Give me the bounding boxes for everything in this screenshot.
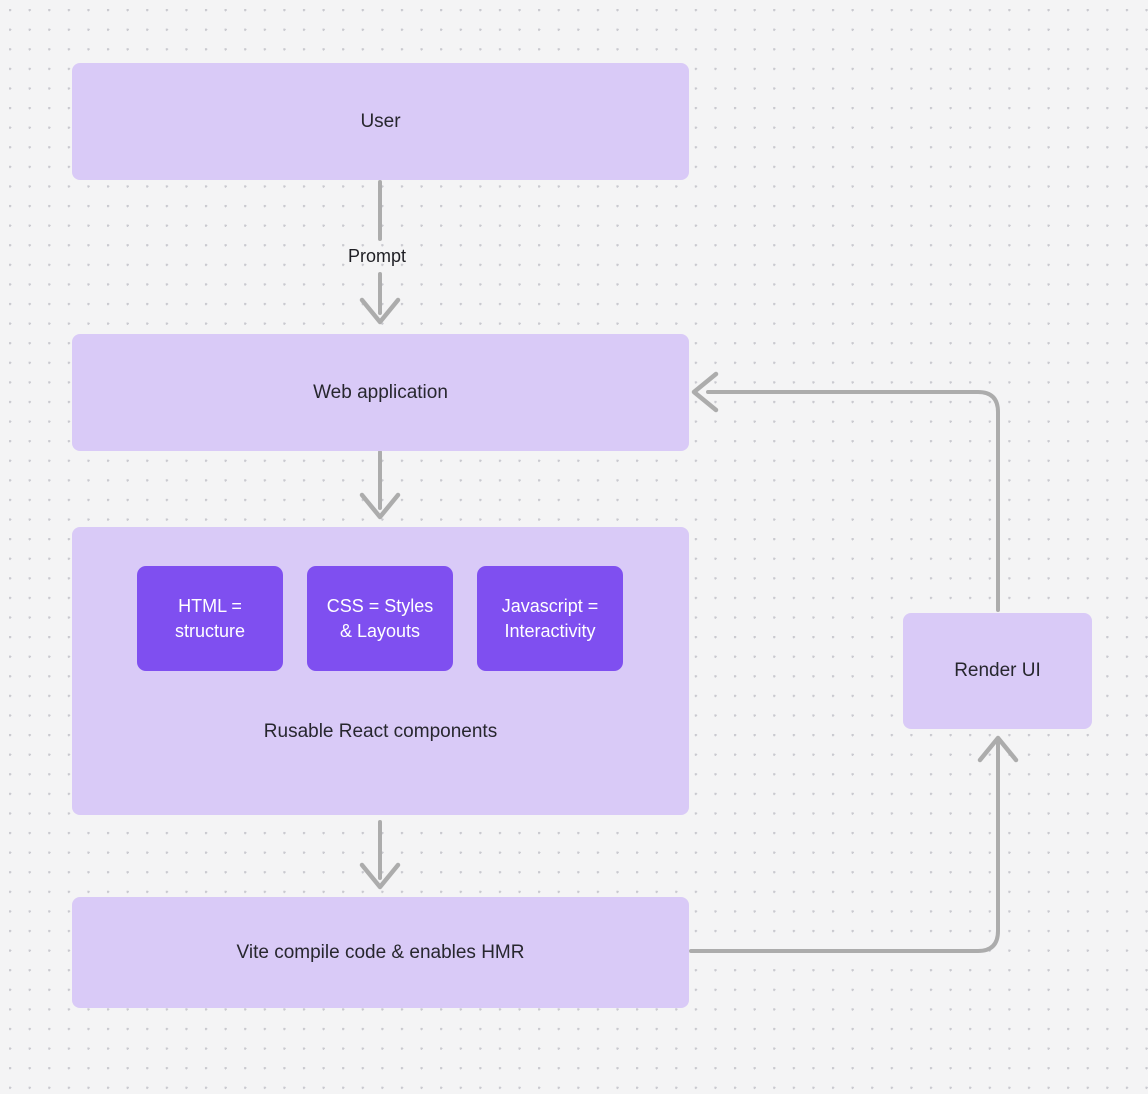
- node-javascript[interactable]: Javascript = Interactivity: [477, 566, 623, 671]
- edge-render-ui-to-web-application: [691, 371, 1000, 612]
- node-javascript-label-line2: Interactivity: [504, 620, 596, 641]
- node-html[interactable]: HTML = structure: [137, 566, 283, 671]
- edge-web-application-to-components: [359, 450, 401, 520]
- node-css-label-line2: & Layouts: [339, 620, 421, 641]
- node-javascript-label-line1: Javascript =: [501, 596, 599, 617]
- node-css-label-line1: CSS = Styles: [326, 596, 434, 617]
- node-render-ui-label: Render UI: [954, 660, 1041, 682]
- node-web-application[interactable]: Web application: [72, 334, 689, 451]
- node-html-label-line2: structure: [174, 620, 246, 641]
- node-web-application-label: Web application: [313, 381, 448, 403]
- node-components-group-caption: Rusable React components: [263, 721, 498, 742]
- edge-vite-to-render-ui: [689, 735, 1019, 953]
- node-components-group[interactable]: HTML = structure CSS = Styles & Layouts …: [72, 527, 689, 815]
- node-vite[interactable]: Vite compile code & enables HMR: [72, 897, 689, 1008]
- node-vite-label: Vite compile code & enables HMR: [236, 941, 525, 963]
- node-css[interactable]: CSS = Styles & Layouts: [307, 566, 453, 671]
- node-user[interactable]: User: [72, 63, 689, 180]
- node-user-label: User: [360, 110, 401, 132]
- edge-components-to-vite: [359, 820, 401, 890]
- edge-label-prompt: Prompt: [348, 246, 407, 266]
- node-render-ui[interactable]: Render UI: [903, 613, 1092, 729]
- node-html-label-line1: HTML =: [178, 596, 242, 617]
